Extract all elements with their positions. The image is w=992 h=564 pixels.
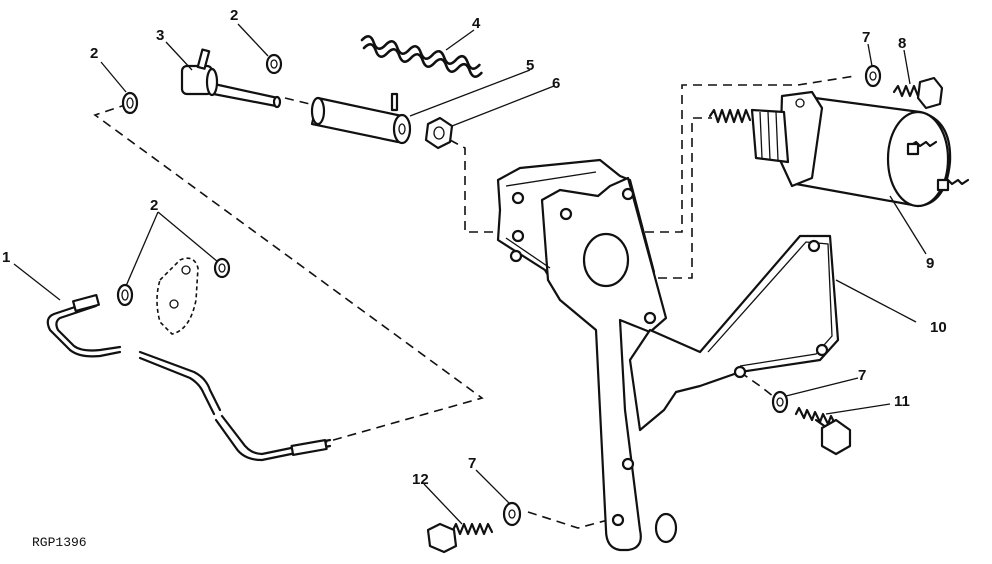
callout-4: 4 [472,15,481,32]
part-solenoid [708,90,970,208]
part-linkage-lever-reference [156,257,199,335]
callout-2-lower: 2 [150,197,158,214]
part-mounting-bracket [496,158,840,552]
callout-8: 8 [898,35,906,52]
part-washers [116,53,283,307]
callout-1: 1 [2,249,10,266]
callout-2-left: 2 [90,45,98,62]
part-bolt-12 [426,522,494,554]
callout-9: 9 [926,255,934,272]
part-sleeve [310,92,412,145]
part-bolt-8 [892,76,944,110]
part-flat-washers [502,64,882,527]
callout-7-bottom: 7 [468,455,476,472]
callout-11: 11 [894,393,910,410]
callout-12: 12 [412,471,429,488]
callout-10: 10 [930,319,947,336]
callout-3: 3 [156,27,164,44]
assembly-dashed-lines [93,75,856,529]
part-pivot-pin [180,48,282,109]
part-bolt-11 [794,406,852,456]
figure-reference-code: RGP1396 [32,535,87,550]
callout-7-top: 7 [862,29,870,46]
callout-7-right: 7 [858,367,866,384]
callout-labels: 1 2 2 2 3 4 5 6 7 7 7 8 9 10 11 12 [2,7,947,488]
part-nut [424,116,454,150]
callout-2-top: 2 [230,7,238,24]
callout-5: 5 [526,57,534,74]
part-throttle-rod [46,293,332,462]
part-spring [360,35,483,78]
callout-leaders [13,23,927,525]
callout-6: 6 [552,75,560,92]
